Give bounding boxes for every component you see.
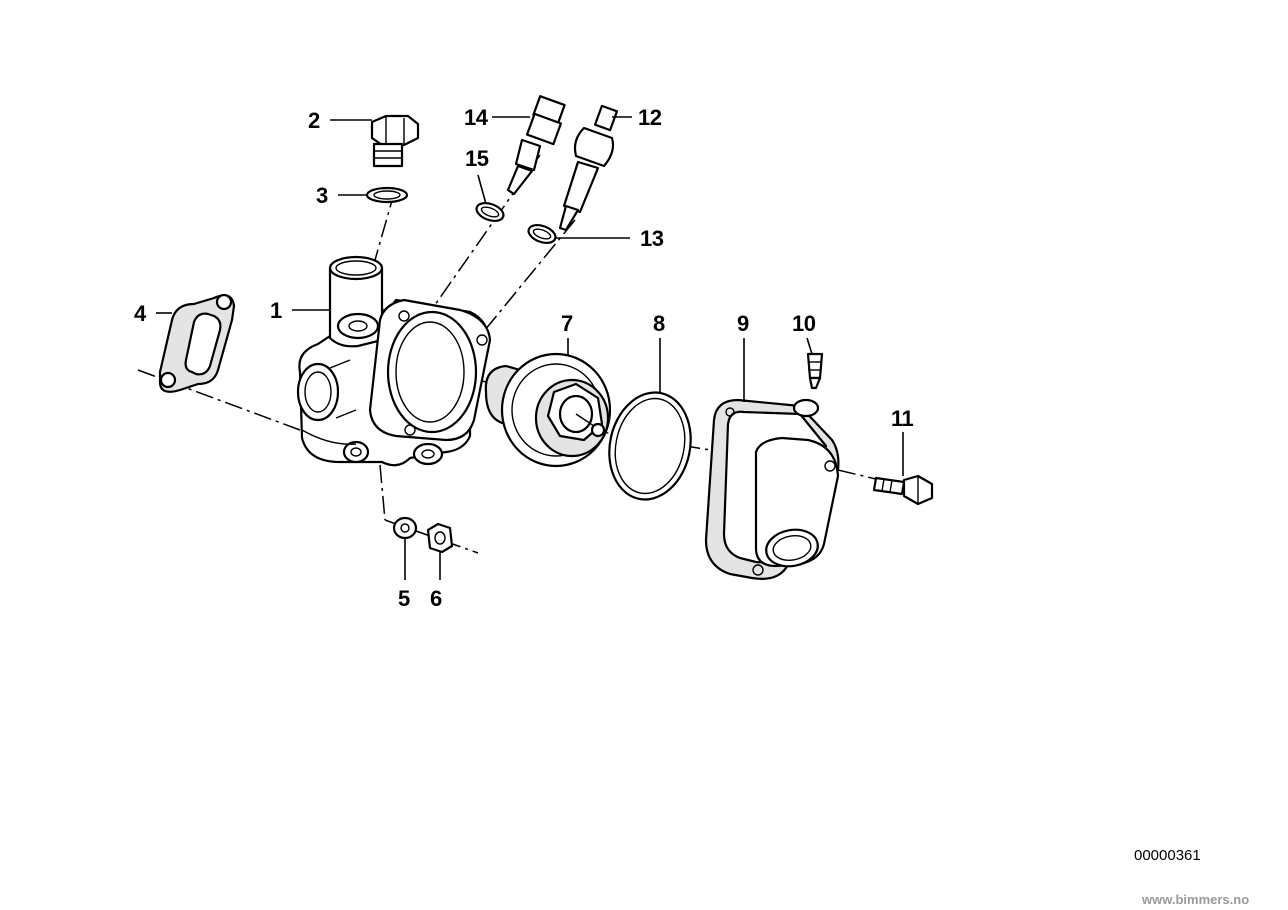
watermark: www.bimmers.no [1142,892,1250,907]
callout-11: 11 [891,406,914,431]
bleed-screw [806,352,824,390]
callout-8: 8 [653,311,665,336]
callout-14: 14 [464,105,489,130]
temperature-sensor [506,95,566,196]
gasket [158,293,236,393]
callout-12: 12 [638,105,662,130]
temperature-switch [558,104,619,232]
diagram-number: 00000361 [1134,847,1201,864]
leader-lines [156,116,904,580]
callout-7: 7 [561,311,573,336]
callout-5: 5 [398,586,410,611]
washer [392,516,418,540]
o-ring [608,391,692,501]
callouts: 1 2 3 4 5 6 7 8 9 10 11 12 13 14 15 [134,105,914,611]
seal-ring-13 [527,223,557,245]
drain-plug [370,114,420,168]
bolt [872,474,934,506]
callout-3: 3 [316,183,328,208]
callout-2: 2 [308,108,320,133]
callout-9: 9 [737,311,749,336]
callout-6: 6 [430,586,442,611]
thermostat-housing [296,255,492,467]
callout-10: 10 [792,311,816,336]
seal-ring-15 [475,201,505,223]
housing-cover [704,398,840,580]
thermostat [484,352,612,468]
seal-ring-3 [365,186,409,204]
callout-4: 4 [134,301,147,326]
callout-15: 15 [465,146,489,171]
nut [426,522,454,554]
callout-1: 1 [270,298,282,323]
callout-13: 13 [640,226,664,251]
